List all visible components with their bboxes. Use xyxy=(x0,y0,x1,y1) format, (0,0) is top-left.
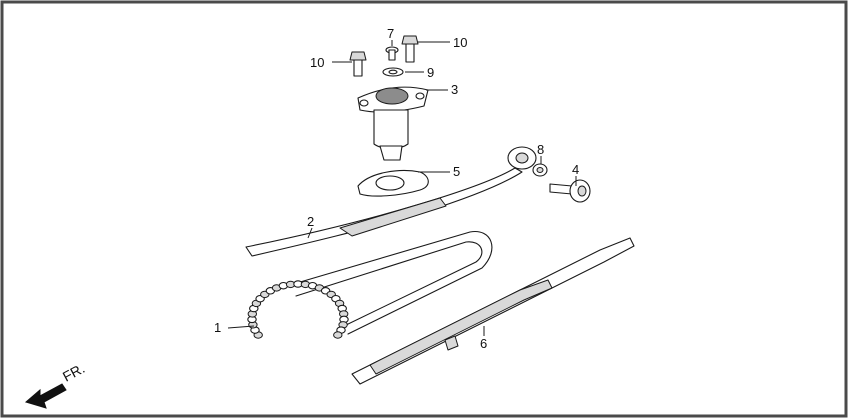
callout-3: 3 xyxy=(451,82,458,97)
screw-7-shank xyxy=(388,49,396,61)
cam-chain-links xyxy=(247,280,349,339)
leader-1 xyxy=(227,325,255,329)
callout-2: 2 xyxy=(307,214,314,229)
bolt-10-right-head xyxy=(401,35,419,45)
cam-chain-upper-run xyxy=(289,231,493,335)
pivot-bolt-4 xyxy=(549,179,591,203)
front-direction-indicator: FR. xyxy=(24,360,87,409)
pivot-bolt-4-recess xyxy=(577,185,587,197)
bolt-10-left-head xyxy=(349,51,367,61)
tensioner-lifter-hole-left xyxy=(359,99,369,107)
cam-chain xyxy=(247,231,493,339)
callout-10-left: 10 xyxy=(310,55,324,70)
callout-9: 9 xyxy=(427,65,434,80)
leader-2 xyxy=(307,227,313,239)
washer-8-hole xyxy=(536,167,544,173)
washer-9-hole xyxy=(388,69,398,75)
callout-4: 4 xyxy=(572,162,579,177)
tensioner-slipper-pivot-hole xyxy=(515,152,529,164)
pivot-bolt-4-shank xyxy=(549,183,573,195)
tensioner-lifter xyxy=(357,86,429,161)
washer-8 xyxy=(532,163,548,177)
bolt-10-left-shank xyxy=(353,59,363,77)
gasket-hole xyxy=(375,175,405,191)
callout-6: 6 xyxy=(480,336,487,351)
screw-7 xyxy=(385,46,399,61)
callout-1: 1 xyxy=(214,320,221,335)
tensioner-lifter-cap xyxy=(375,87,409,105)
cam-chain-inner-run xyxy=(295,241,483,327)
tensioner-slipper-rib xyxy=(339,197,447,237)
tensioner-lifter-body xyxy=(373,109,409,150)
callout-10-right: 10 xyxy=(453,35,467,50)
washer-9 xyxy=(382,67,404,77)
chain-guide-boss xyxy=(444,335,459,351)
bolt-10-right-shank xyxy=(405,43,415,63)
chain-guide-rail xyxy=(369,279,553,375)
bolt-10-right xyxy=(401,35,419,63)
tensioner-slipper xyxy=(245,146,537,257)
front-arrow-icon xyxy=(24,383,67,409)
tensioner-gasket xyxy=(357,169,429,197)
washer-9-ring xyxy=(382,67,404,77)
tensioner-lifter-hole-right xyxy=(415,92,425,100)
callout-8: 8 xyxy=(537,142,544,157)
chain-link xyxy=(333,331,343,339)
front-label: FR. xyxy=(60,360,87,385)
tensioner-lifter-plunger xyxy=(379,145,403,161)
callout-7: 7 xyxy=(387,26,394,41)
chain-guide xyxy=(351,237,635,385)
callout-5: 5 xyxy=(453,164,460,179)
bolt-10-left xyxy=(349,51,367,77)
